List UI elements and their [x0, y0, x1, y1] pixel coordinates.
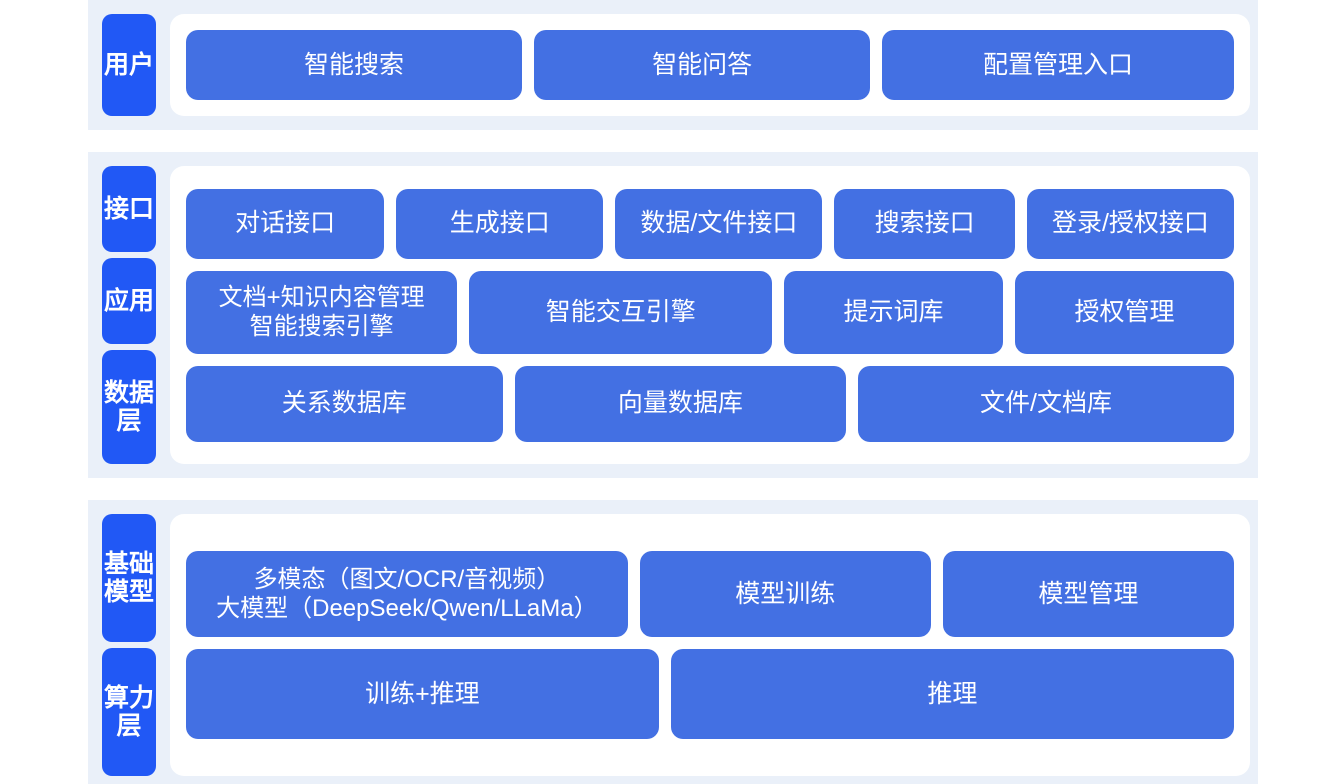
box-config-management-entry[interactable]: 配置管理入口 [882, 30, 1234, 100]
box-login-auth-api[interactable]: 登录/授权接口 [1026, 188, 1234, 259]
box-search-api[interactable]: 搜索接口 [834, 188, 1015, 259]
box-smart-search[interactable]: 智能搜索 [186, 30, 523, 100]
card-user: 智能搜索 智能问答 配置管理入口 [170, 14, 1250, 116]
layer-label-data[interactable]: 数据层 [102, 350, 156, 464]
box-multimodal-large-model[interactable]: 多模态（图文/OCR/音视频） 大模型（DeepSeek/Qwen/LLaMa） [186, 551, 628, 637]
card-infrastructure: 多模态（图文/OCR/音视频） 大模型（DeepSeek/Qwen/LLaMa）… [170, 514, 1250, 776]
layer-label-column-platform: 接口 应用 数据层 [102, 166, 156, 464]
row-interface: 对话接口 生成接口 数据/文件接口 搜索接口 登录/授权接口 [186, 188, 1234, 259]
box-generation-api[interactable]: 生成接口 [396, 188, 604, 259]
section-infrastructure: 基础模型 算力层 多模态（图文/OCR/音视频） 大模型（DeepSeek/Qw… [88, 500, 1258, 784]
layer-label-column-user: 用户 [102, 14, 156, 116]
box-vector-database[interactable]: 向量数据库 [514, 365, 847, 442]
box-prompt-library[interactable]: 提示词库 [784, 270, 1004, 354]
row-data: 关系数据库 向量数据库 文件/文档库 [186, 365, 1234, 442]
card-platform: 对话接口 生成接口 数据/文件接口 搜索接口 登录/授权接口 文档+知识内容管理… [170, 166, 1250, 464]
layer-label-foundation-model[interactable]: 基础模型 [102, 514, 156, 642]
layer-label-user[interactable]: 用户 [102, 14, 156, 116]
box-document-knowledge-management[interactable]: 文档+知识内容管理 智能搜索引擎 [186, 270, 458, 354]
box-file-document-store[interactable]: 文件/文档库 [858, 365, 1234, 442]
box-inference[interactable]: 推理 [670, 649, 1234, 739]
box-training-inference[interactable]: 训练+推理 [186, 649, 659, 739]
box-dialogue-api[interactable]: 对话接口 [186, 188, 385, 259]
box-model-training[interactable]: 模型训练 [639, 551, 931, 637]
layer-label-interface[interactable]: 接口 [102, 166, 156, 252]
row-compute: 训练+推理 推理 [186, 649, 1234, 739]
row-user-entries: 智能搜索 智能问答 配置管理入口 [186, 30, 1234, 100]
box-model-management[interactable]: 模型管理 [942, 551, 1234, 637]
layer-label-compute[interactable]: 算力层 [102, 648, 156, 776]
section-platform: 接口 应用 数据层 对话接口 生成接口 数据/文件接口 搜索接口 登录/授权接口… [88, 152, 1258, 478]
box-data-file-api[interactable]: 数据/文件接口 [615, 188, 823, 259]
layer-label-application[interactable]: 应用 [102, 258, 156, 344]
layer-label-column-infrastructure: 基础模型 算力层 [102, 514, 156, 776]
box-relational-database[interactable]: 关系数据库 [186, 365, 503, 442]
row-application: 文档+知识内容管理 智能搜索引擎 智能交互引擎 提示词库 授权管理 [186, 270, 1234, 354]
box-smart-qa[interactable]: 智能问答 [534, 30, 871, 100]
box-smart-interaction-engine[interactable]: 智能交互引擎 [469, 270, 773, 354]
box-authorization-management[interactable]: 授权管理 [1015, 270, 1234, 354]
row-model: 多模态（图文/OCR/音视频） 大模型（DeepSeek/Qwen/LLaMa）… [186, 551, 1234, 637]
section-user: 用户 智能搜索 智能问答 配置管理入口 [88, 0, 1258, 130]
